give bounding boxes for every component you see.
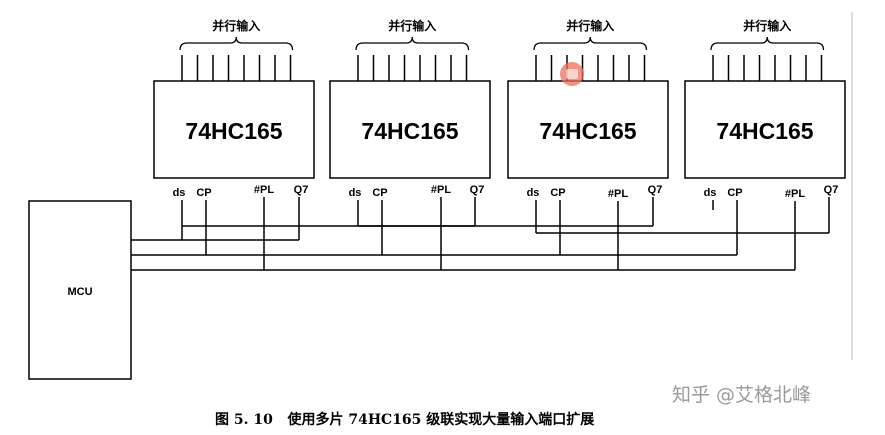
figure-caption: 图 5. 10 使用多片 74HC165 级联实现大量输入端口扩展	[215, 411, 594, 428]
input-brace	[179, 36, 294, 51]
watermark-text: 知乎 @艾格北峰	[672, 384, 811, 406]
pin-label-cp: CP	[196, 187, 211, 199]
parallel-input-label: 并行输入	[388, 18, 436, 33]
chip-1: 74HC165 并行输入 ds CP #PL Q7	[153, 18, 315, 199]
parallel-input-label: 并行输入	[212, 18, 260, 33]
pin-label-q7: Q7	[824, 184, 839, 196]
input-brace	[355, 36, 470, 51]
pin-label-ds: ds	[527, 187, 540, 199]
pin-label-pl: #PL	[431, 184, 451, 196]
chip-group: 74HC165 并行输入 ds CP #PL Q7 74HC165 并行输入 ds CP #PL Q7…	[153, 18, 846, 200]
logo-inner	[566, 69, 578, 79]
chip-body	[684, 80, 846, 179]
chip-body	[153, 80, 315, 179]
pin-label-ds: ds	[173, 187, 186, 199]
chip-2: 74HC165 并行输入 ds CP #PL Q7	[329, 18, 491, 199]
chip-body	[507, 80, 669, 179]
pin-label-pl: #PL	[608, 188, 628, 200]
input-brace	[533, 36, 648, 51]
pin-label-pl: #PL	[254, 184, 274, 196]
mcu-label: MCU	[67, 286, 92, 298]
pin-label-q7: Q7	[648, 184, 663, 196]
mcu-block	[28, 200, 132, 380]
pin-label-q7: Q7	[470, 184, 485, 196]
chip-name: 74HC165	[361, 118, 458, 144]
pin-label-cp: CP	[550, 187, 565, 199]
chip-3: 74HC165 并行输入 ds CP #PL Q7	[507, 18, 669, 200]
pin-label-cp: CP	[372, 187, 387, 199]
watermark: 知乎 @艾格北峰	[560, 62, 811, 406]
chip-name: 74HC165	[539, 118, 636, 144]
pin-label-pl: #PL	[785, 188, 805, 200]
input-brace	[710, 36, 825, 51]
wire-group	[131, 197, 830, 271]
chip-4: 74HC165 并行输入 ds CP #PL Q7	[684, 18, 846, 200]
pin-label-cp: CP	[727, 187, 742, 199]
chip-name: 74HC165	[716, 118, 813, 144]
pin-label-q7: Q7	[294, 184, 309, 196]
pin-label-ds: ds	[704, 187, 717, 199]
chip-name: 74HC165	[185, 118, 282, 144]
chip-body	[329, 80, 491, 179]
parallel-input-label: 并行输入	[743, 18, 791, 33]
parallel-input-label: 并行输入	[566, 18, 614, 33]
pin-label-ds: ds	[349, 187, 362, 199]
